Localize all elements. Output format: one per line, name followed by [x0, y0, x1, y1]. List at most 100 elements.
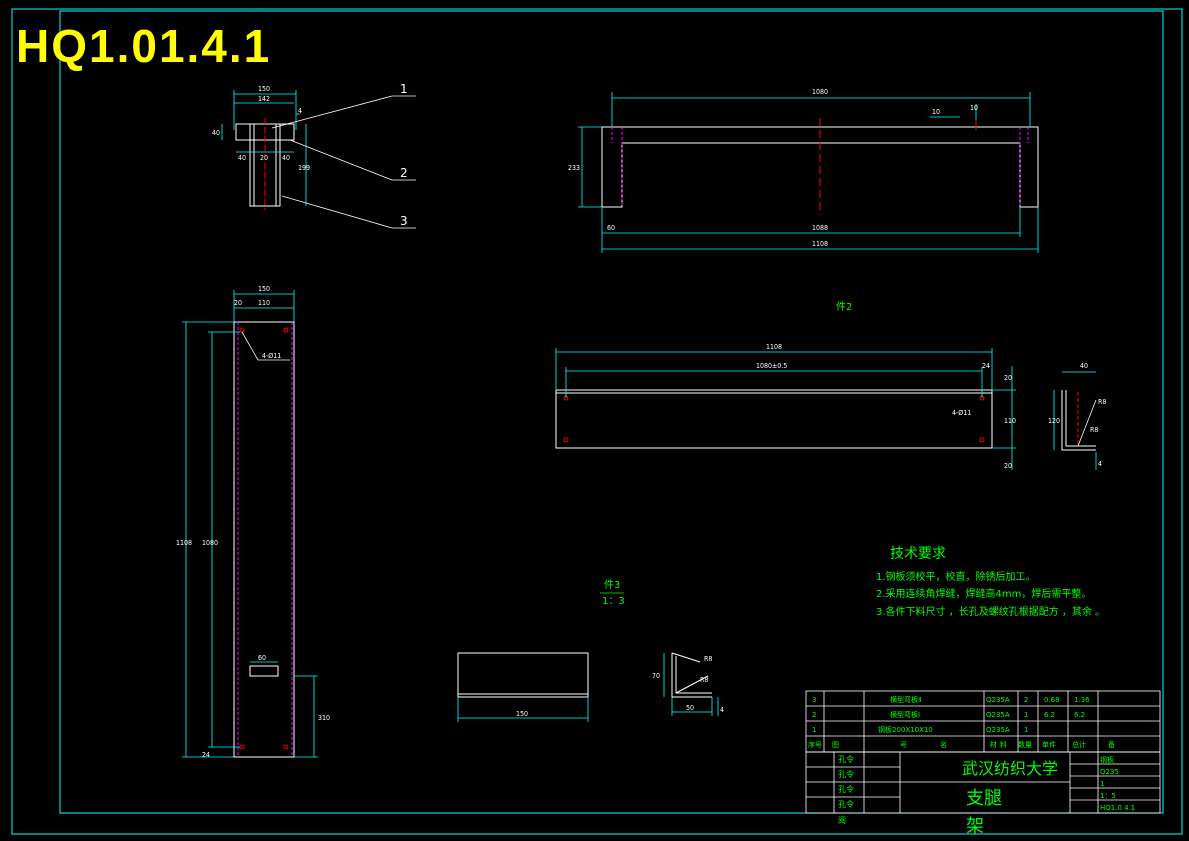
bom-no: 1: [812, 726, 816, 734]
bom-header-total: 总计: [1072, 740, 1086, 749]
balloon-3: 3: [400, 214, 408, 228]
part3-dim-r8-a: R8: [704, 655, 712, 663]
part2-dim-holes: 4-Ø11: [952, 409, 971, 417]
top-dim-40-b: 40: [282, 154, 290, 162]
bom-header-no: 序号: [808, 740, 822, 749]
side-dim-150: 150: [258, 285, 270, 293]
part2-dim-r8-b: R8: [1090, 426, 1098, 434]
part3-dim-70: 70: [652, 672, 660, 680]
drawing-number-title: HQ1.01.4.1: [16, 20, 271, 72]
bom-name: 横型弯板Ⅱ: [890, 695, 921, 704]
tech-req-2: 2.采用连续角焊缝，焊缝高4mm，焊后需平整。: [876, 587, 1091, 600]
front-dim-10-h: 10: [932, 108, 940, 116]
bom-name: 钢板200X10X10: [878, 725, 933, 734]
bom-material: Q235A: [986, 696, 1010, 704]
side-dim-310: 310: [318, 714, 330, 722]
bom-row-3: 3 横型弯板Ⅱ Q235A 2 0.68 1.36: [812, 695, 1090, 704]
part2-dim-1080: 1080±0.5: [756, 362, 787, 370]
bom-qty: 2: [1024, 696, 1028, 704]
tb-value-3: 1: [1100, 780, 1104, 788]
front-dim-233: 233: [568, 164, 580, 172]
part3-dim-50: 50: [686, 704, 694, 712]
tb-left-label-2: 孔令: [838, 769, 854, 779]
front-dim-1108: 1108: [812, 240, 828, 248]
tb-school: 武汉纺织大学: [962, 759, 1058, 778]
top-dim-199: 199: [298, 164, 310, 172]
bom-name: 横型弯板Ⅰ: [890, 710, 920, 719]
bom-header: 序号 图 号 名 材 料 数量 单件 总计 备: [808, 740, 1115, 749]
bom-unit-weight: 6.2: [1044, 711, 1055, 719]
part3-dim-r8-b: R8: [700, 676, 708, 684]
front-dim-1088: 1088: [812, 224, 828, 232]
tb-left-label-4: 孔令: [838, 799, 854, 809]
bom-qty: 1: [1024, 711, 1028, 719]
tb-part-name-cont: 架: [966, 816, 984, 837]
bom-header-material-b: 料: [1000, 740, 1007, 749]
front-dim-60: 60: [607, 224, 615, 232]
tb-value-4: 1：5: [1100, 792, 1116, 800]
front-view: [578, 92, 1039, 253]
title-block: [805, 751, 1161, 814]
bom-table: [805, 690, 1161, 753]
part3-scale: 1：3: [602, 596, 625, 607]
tb-value-2: Q235: [1100, 768, 1119, 776]
side-dim-20: 20: [234, 299, 242, 307]
balloon-1: 1: [400, 82, 408, 96]
front-dim-10-v: 10: [970, 104, 978, 112]
top-view: [221, 90, 416, 229]
part2-dim-20-top: 20: [1004, 374, 1012, 382]
top-dim-4: 4: [298, 107, 302, 115]
tech-requirements-title: 技术要求: [890, 546, 946, 562]
part3-view: [457, 652, 719, 722]
front-dim-1080: 1080: [812, 88, 828, 96]
tb-left-label-1: 孔令: [838, 754, 854, 764]
tb-part-name: 支腿: [966, 788, 1002, 809]
bom-header-number: 号: [900, 741, 907, 749]
part2-view: [555, 348, 1097, 470]
bom-no: 2: [812, 711, 816, 719]
side-dim-1108: 1108: [176, 539, 192, 547]
part2-dim-110: 110: [1004, 417, 1016, 425]
top-dim-40-a: 40: [238, 154, 246, 162]
bom-qty: 1: [1024, 726, 1028, 734]
bom-row-2: 2 横型弯板Ⅰ Q235A 1 6.2 6.2: [812, 710, 1085, 719]
bom-material: Q235A: [986, 726, 1010, 734]
tb-left-label-3: 孔令: [838, 784, 854, 794]
side-dim-60: 60: [258, 654, 266, 662]
bom-header-material-a: 材: [990, 740, 997, 749]
part2-dim-120: 120: [1048, 417, 1060, 425]
top-dim-150: 150: [258, 85, 270, 93]
part3-label: 件3: [604, 579, 620, 591]
part2-dim-4: 4: [1098, 460, 1102, 468]
side-dim-1080: 1080: [202, 539, 218, 547]
part2-dim-40: 40: [1080, 362, 1088, 370]
inner-frame: [59, 10, 1164, 814]
tb-value-5: HQ1.0.4.1: [1100, 804, 1135, 812]
tech-req-1: 1.钢板须校平，校直，除锈后加工。: [876, 570, 1036, 583]
bom-row-1: 1 钢板200X10X10 Q235A 1: [812, 725, 1028, 734]
part2-dim-r8-a: R8: [1098, 398, 1106, 406]
part2-dim-1108: 1108: [766, 343, 782, 351]
part2-dim-20-bot: 20: [1004, 462, 1012, 470]
balloon-2: 2: [400, 166, 408, 180]
tb-value-1: 钢板: [1100, 755, 1114, 764]
side-dim-24: 24: [202, 751, 210, 759]
outer-frame: [11, 8, 1183, 835]
bom-header-qty: 数量: [1018, 740, 1032, 749]
tb-left-label-5: 阅: [838, 816, 846, 825]
top-dim-20: 20: [260, 154, 268, 162]
part3-dim-4: 4: [720, 706, 724, 714]
part2-label: 件2: [836, 301, 852, 313]
top-dim-142: 142: [258, 95, 270, 103]
part2-dim-24: 24: [982, 362, 990, 370]
side-dim-110: 110: [258, 299, 270, 307]
bom-header-drawing: 图: [832, 741, 839, 749]
top-dim-40-left: 40: [212, 129, 220, 137]
side-view: [182, 290, 318, 758]
bom-header-unit: 单件: [1042, 740, 1056, 749]
bom-no: 3: [812, 696, 816, 704]
bom-header-remark: 备: [1108, 740, 1115, 749]
bom-material: Q235A: [986, 711, 1010, 719]
side-dim-holes: 4-Ø11: [262, 352, 281, 360]
